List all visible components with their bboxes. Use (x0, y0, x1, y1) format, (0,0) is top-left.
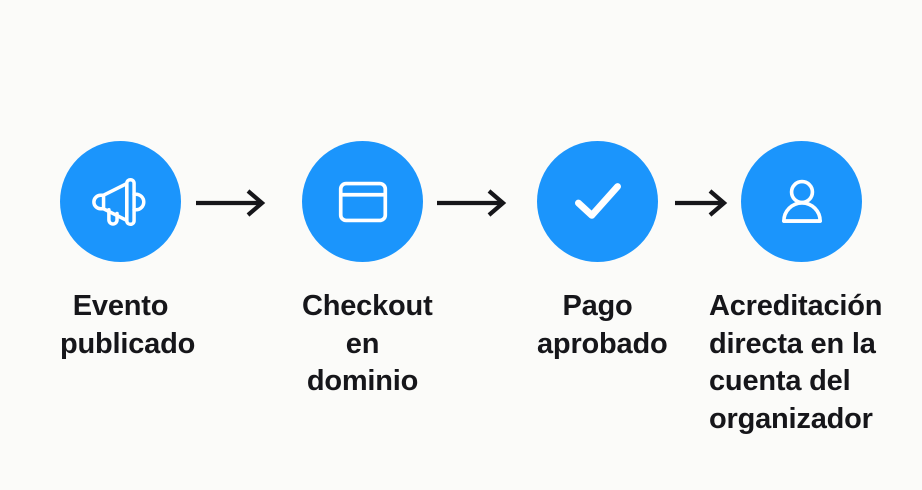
step-icon-circle (741, 141, 862, 262)
flow-connector-arrow (196, 189, 268, 217)
flow-step-label: Pago aprobado (537, 290, 668, 360)
flow-step-label: Acreditación directa en la cuenta del or… (709, 290, 883, 436)
step-icon-circle (302, 141, 423, 262)
megaphone-icon (90, 171, 152, 233)
arrow-right-icon (196, 189, 268, 217)
step-icon-circle (537, 141, 658, 262)
flow-connector-arrow (675, 189, 730, 217)
flow-step-evento-publicado: Evento publicado (60, 141, 196, 363)
flow-step-label: Checkout en dominio (302, 290, 433, 398)
arrow-right-icon (437, 189, 509, 217)
flow-connector-arrow (437, 189, 509, 217)
user-icon (773, 173, 831, 231)
check-icon (565, 169, 631, 235)
flow-step-label: Evento publicado (60, 290, 196, 360)
browser-window-icon (332, 171, 394, 233)
arrow-right-icon (675, 189, 730, 217)
flow-step-acreditacion-directa: Acreditación directa en la cuenta del or… (709, 141, 899, 439)
step-icon-circle (60, 141, 181, 262)
flow-step-pago-aprobado: Pago aprobado (537, 141, 668, 363)
flow-step-checkout-en-dominio: Checkout en dominio (302, 141, 433, 401)
